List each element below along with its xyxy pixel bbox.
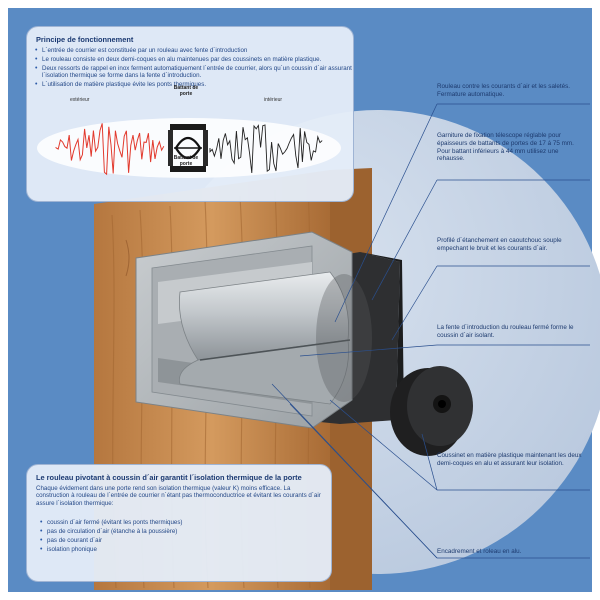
callout-rubber-seal: Profilé d´étanchement en caoutchouc soup…	[437, 237, 562, 252]
insulation-bullet: isolation phonique	[39, 546, 319, 554]
door-cross-section	[168, 124, 208, 172]
insulation-bullet: pas de circulation d´air (étanche à la p…	[39, 528, 319, 536]
insulation-panel: Le rouleau pivotant à coussin d´air gara…	[26, 464, 332, 582]
insulation-intro: Chaque évidement dans une porte rend son…	[36, 485, 321, 507]
principle-bullet: Le rouleau consiste en deux demi-coques …	[34, 56, 352, 64]
roller	[179, 271, 372, 405]
principle-title: Principe de fonctionnement	[36, 35, 134, 44]
exterior-label: extérieur	[70, 97, 90, 103]
callout-plastic-bearing: Coussinet en matière plastique maintenan…	[437, 452, 582, 467]
interior-label: intérieur	[264, 97, 283, 103]
principle-bullet: L´utilisation de matière plastique évite…	[34, 81, 352, 89]
plastic-bearing-disc	[390, 366, 473, 456]
door-leaf-label-top: Battant de porte	[173, 85, 199, 97]
insulation-bullet: pas de courant d´air	[39, 537, 319, 545]
principle-bullets: L´entrée de courrier est constituée par …	[34, 47, 352, 90]
interior-wave	[209, 124, 323, 174]
wave-illustration	[37, 118, 341, 178]
callout-lines	[271, 103, 590, 559]
exterior-wave	[55, 123, 165, 176]
callout-roller: Rouleau contre les courants d´air et les…	[437, 83, 571, 98]
principle-bullet: Deux ressorts de rappel en inox ferment …	[34, 65, 352, 80]
insulation-bullet: coussin d´air fermé (évitant les ponts t…	[39, 519, 319, 527]
principle-bullet: L´entrée de courrier est constituée par …	[34, 47, 352, 55]
callout-aluminium-frame: Encadrement et roleau en alu.	[437, 548, 522, 555]
callout-telescopic-fitting: Garniture de fixation télescope réglable…	[437, 132, 574, 163]
insulation-bullets: coussin d´air fermé (évitant les ponts t…	[39, 519, 319, 555]
insulation-title: Le rouleau pivotant à coussin d´air gara…	[36, 473, 302, 482]
callout-slot-air-cushion: La fente d´introduction du rouleau fermé…	[437, 324, 574, 339]
door-leaf-label-bottom: Battant de porte	[173, 155, 199, 167]
